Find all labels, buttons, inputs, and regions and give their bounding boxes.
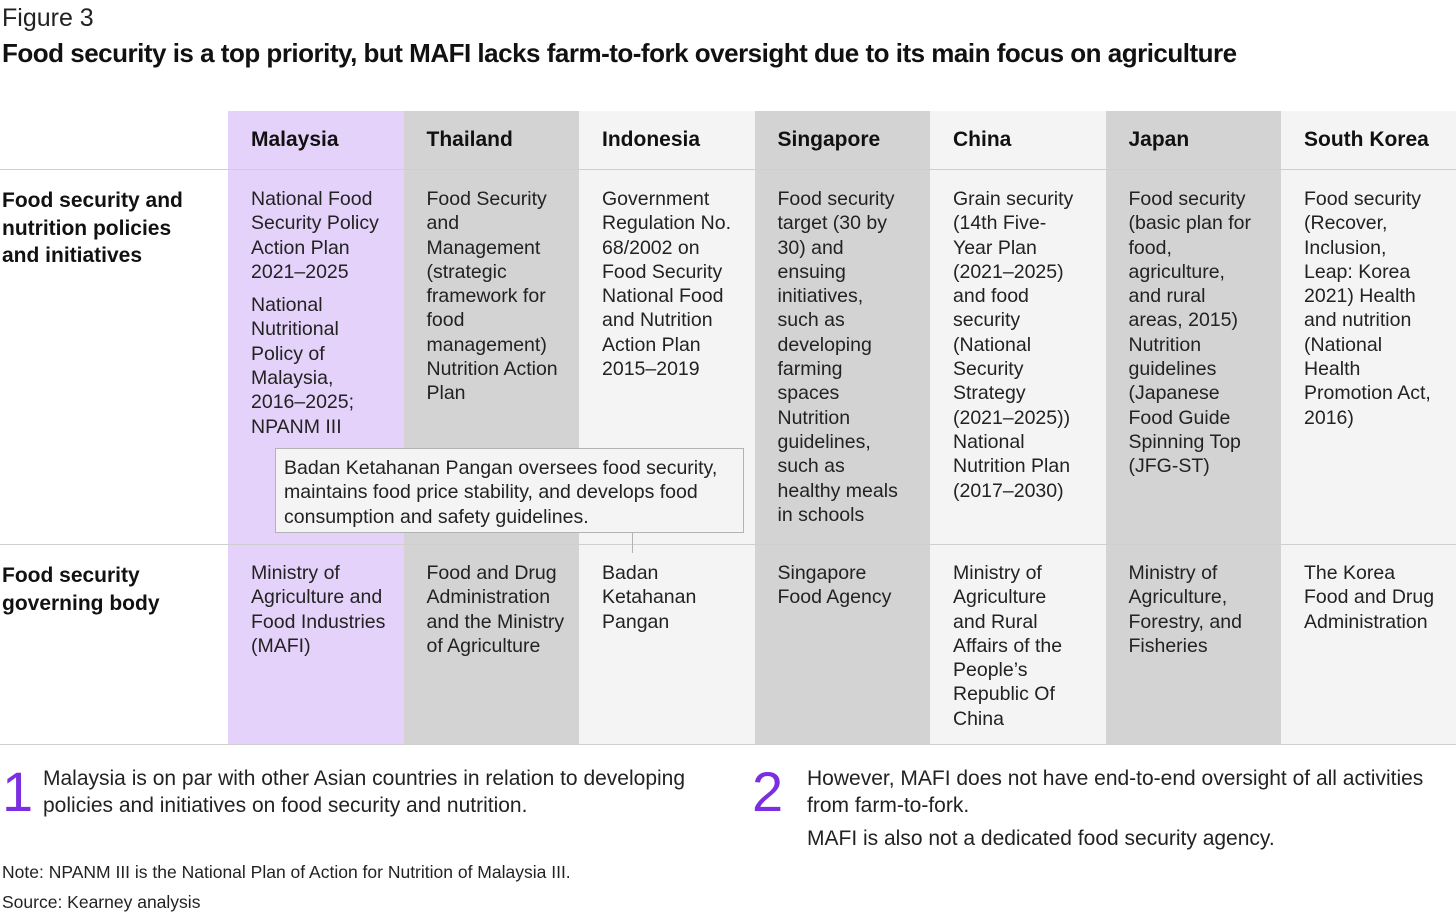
takeaway-number: 2 — [752, 760, 784, 823]
policies-cell: Grain security (14th Five-Year Plan (202… — [953, 187, 1085, 503]
row-label-governing-body: Food security governing body — [2, 564, 160, 615]
policies-cell: Food Security and Management (strategic … — [427, 187, 565, 406]
column-header: China — [953, 128, 1012, 151]
source-line: Source: Kearney analysis — [2, 892, 201, 912]
callout-box: Badan Ketahanan Pangan oversees food sec… — [275, 448, 744, 533]
column-header: Thailand — [426, 128, 513, 151]
row-divider — [0, 544, 1456, 545]
column-thailand: Thailand Food Security and Management (s… — [403, 111, 579, 744]
header-divider — [0, 169, 1456, 170]
policy-item: Food security target (30 by 30) and ensu… — [777, 188, 898, 526]
policy-item: Grain security (14th Five-Year Plan (202… — [953, 188, 1074, 502]
policy-item: Government Regulation No. 68/2002 on Foo… — [602, 188, 731, 381]
governing-body-cell: Badan Ketahanan Pangan — [602, 562, 697, 633]
policy-item: Food security (basic plan for food, agri… — [1128, 188, 1251, 478]
policies-cell: Food security (Recover, Inclusion, Leap:… — [1304, 187, 1434, 430]
governing-body-cell: Singapore Food Agency — [777, 562, 892, 609]
figure-title: Food security is a top priority, but MAF… — [2, 38, 1237, 68]
takeaway-text: However, MAFI does not have end-to-end o… — [807, 765, 1427, 852]
governing-body-cell: Ministry of Agriculture and Rural Affair… — [953, 562, 1063, 730]
governing-body-cell: Ministry of Agriculture, Forestry, and F… — [1128, 562, 1242, 657]
column-malaysia: Malaysia National Food Security Policy A… — [228, 111, 404, 744]
figure-label: Figure 3 — [2, 4, 94, 32]
governing-body-cell: Food and Drug Administration and the Min… — [426, 562, 565, 657]
column-indonesia: Indonesia Government Regulation No. 68/2… — [579, 111, 755, 744]
column-china: China Grain security (14th Five-Year Pla… — [930, 111, 1106, 744]
takeaway-text: Malaysia is on par with other Asian coun… — [43, 765, 723, 819]
policy-item: Food Security and Management (strategic … — [426, 188, 558, 405]
governing-body-cell: Ministry of Agriculture and Food Industr… — [251, 562, 386, 657]
column-header: Japan — [1128, 128, 1190, 151]
policies-cell: Food security target (30 by 30) and ensu… — [778, 187, 910, 527]
governing-body-cell: The Korea Food and Drug Administration — [1304, 562, 1435, 633]
policies-cell: Government Regulation No. 68/2002 on Foo… — [602, 187, 742, 381]
table-bottom-divider — [0, 744, 1456, 745]
policies-cell: Food security (basic plan for food, agri… — [1129, 187, 1257, 479]
takeaway-number: 1 — [2, 760, 34, 823]
takeaway-line: Malaysia is on par with other Asian coun… — [43, 767, 686, 817]
column-south-korea: South Korea Food security (Recover, Incl… — [1281, 111, 1456, 744]
column-header: Indonesia — [602, 128, 701, 151]
takeaway-line: MAFI is also not a dedicated food securi… — [807, 827, 1275, 850]
column-header: South Korea — [1304, 128, 1429, 151]
policies-cell: National Food Security Policy Action Pla… — [251, 187, 391, 439]
callout-pointer — [632, 533, 633, 553]
takeaway-line: However, MAFI does not have end-to-end o… — [807, 767, 1424, 817]
policy-item: National Nutritional Policy of Malaysia,… — [251, 294, 355, 438]
column-japan: Japan Food security (basic plan for food… — [1105, 111, 1281, 744]
row-label-policies: Food security and nutrition policies and… — [2, 189, 183, 267]
column-header: Malaysia — [251, 128, 339, 151]
column-header: Singapore — [777, 128, 881, 151]
column-singapore: Singapore Food security target (30 by 30… — [754, 111, 930, 744]
policy-item: National Food Security Policy Action Pla… — [251, 188, 379, 283]
policy-item: Food security (Recover, Inclusion, Leap:… — [1304, 188, 1431, 429]
footnote: Note: NPANM III is the National Plan of … — [2, 862, 571, 882]
